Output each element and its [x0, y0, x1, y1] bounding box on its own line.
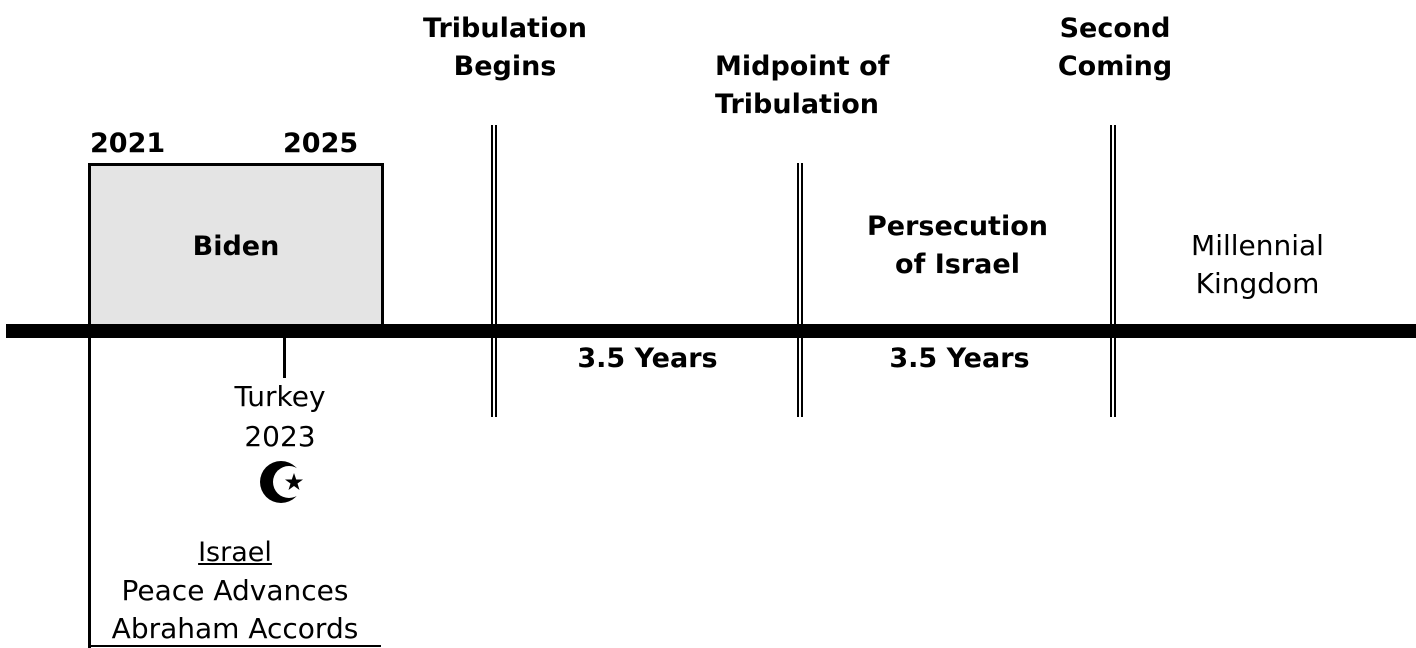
turkey-year: 2023 — [244, 420, 316, 453]
tribulation-begins-marker — [491, 125, 497, 417]
timeline-bar — [6, 324, 1416, 338]
midpoint-label: Midpoint of Tribulation — [715, 48, 900, 124]
star-and-crescent-icon — [260, 461, 305, 503]
biden-end-year: 2025 — [283, 128, 359, 159]
second-coming-line-1: Second — [1059, 13, 1171, 44]
second-coming-label: Second Coming — [1045, 10, 1185, 86]
israel-bracket-left — [88, 338, 91, 648]
millennial-line-2: Kingdom — [1195, 267, 1320, 300]
millennial-label: Millennial Kingdom — [1150, 227, 1365, 303]
biden-label: Biden — [192, 231, 280, 262]
midpoint-line-1: Midpoint of — [715, 51, 890, 82]
second-coming-marker — [1110, 125, 1116, 417]
midpoint-line-2: Tribulation — [715, 89, 879, 120]
persecution-label: Persecution of Israel — [840, 208, 1075, 284]
biden-term-box — [88, 163, 384, 327]
second-coming-line-2: Coming — [1057, 51, 1173, 82]
tribulation-begins-line-1: Tribulation — [423, 13, 587, 44]
second-half-duration: 3.5 Years — [889, 343, 1030, 374]
first-half-duration: 3.5 Years — [577, 343, 718, 374]
israel-line-accords: Abraham Accords — [111, 612, 359, 645]
midpoint-marker — [797, 163, 803, 417]
israel-line-peace: Peace Advances — [121, 574, 349, 607]
tribulation-begins-label: Tribulation Begins — [405, 10, 605, 86]
turkey-label: Turkey — [234, 380, 326, 413]
persecution-line-2: of Israel — [895, 249, 1020, 280]
tribulation-begins-line-2: Begins — [453, 51, 557, 82]
israel-bracket-bottom — [88, 645, 381, 647]
millennial-line-1: Millennial — [1191, 229, 1324, 262]
persecution-line-1: Persecution — [867, 211, 1048, 242]
biden-start-year: 2021 — [90, 128, 166, 159]
israel-heading: Israel — [198, 537, 272, 568]
turkey-tick — [283, 338, 286, 378]
